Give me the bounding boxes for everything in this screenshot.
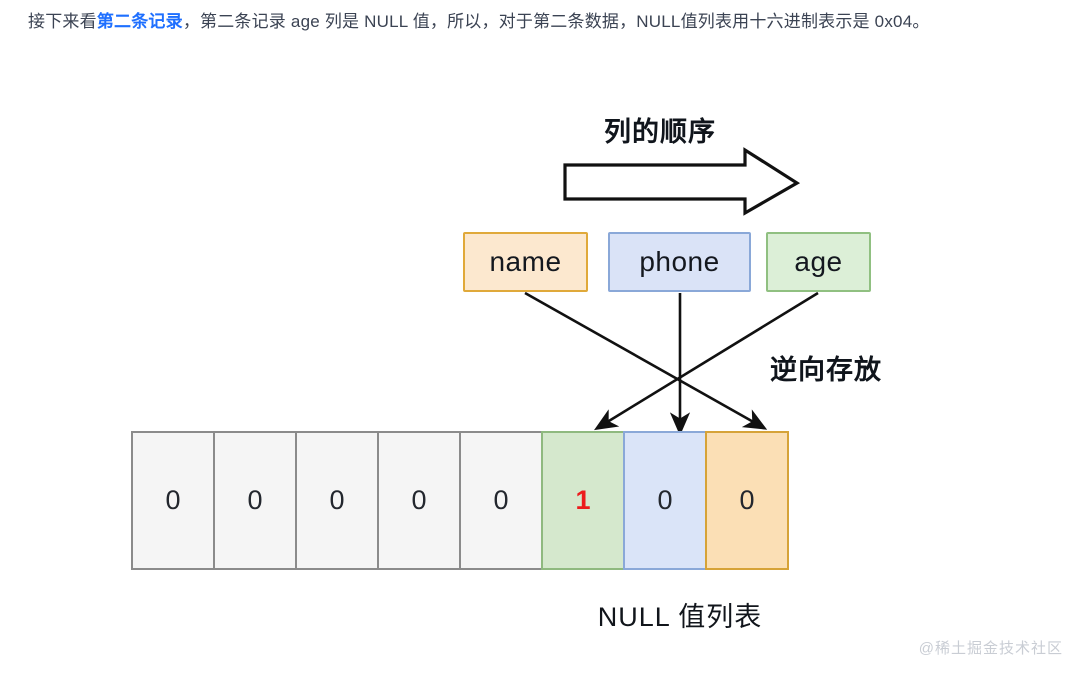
bitmap-cell: 0 [131,431,215,570]
article-paragraph: 接下来看第二条记录，第二条记录 age 列是 NULL 值，所以，对于第二条数据… [28,6,1058,38]
paragraph-text-lead: 接下来看 [28,12,97,31]
column-box-age: age [766,232,871,292]
null-bitmap-row: 0 0 0 0 0 1 0 0 [131,431,789,570]
site-watermark: @稀土掘金技术社区 [918,640,1063,657]
bitmap-cell-name: 0 [705,431,789,570]
paragraph-highlight: 第二条记录 [96,12,183,31]
column-box-phone: phone [608,232,751,292]
column-box-name: name [463,232,588,292]
column-order-block-arrow [563,147,801,216]
bitmap-cell: 0 [377,431,461,570]
reverse-storage-label: 逆向存放 [770,355,882,385]
bitmap-cell: 0 [213,431,297,570]
paragraph-text-rest: ，第二条记录 age 列是 NULL 值，所以，对于第二条数据，NULL值列表用… [182,12,930,31]
column-order-label: 列的顺序 [604,117,716,147]
bitmap-cell-age: 1 [541,431,625,570]
bitmap-cell-phone: 0 [623,431,707,570]
bitmap-cell: 0 [459,431,543,570]
null-list-caption: NULL 值列表 [597,602,763,632]
bitmap-cell: 0 [295,431,379,570]
wire-name-to-orange-cell [524,291,768,430]
